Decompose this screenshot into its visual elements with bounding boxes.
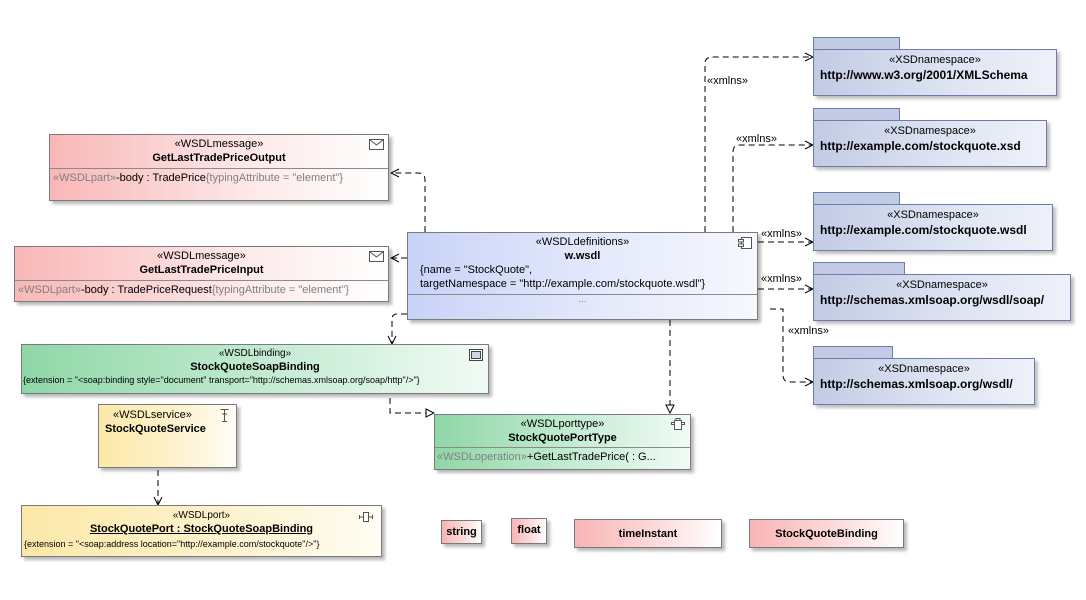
stereotype-label: «XSDnamespace»	[896, 279, 988, 291]
xmlns-label: «xmlns»	[761, 273, 802, 285]
wsdl-service[interactable]: «WSDLservice» StockQuoteService	[98, 404, 237, 468]
operation-stereotype: «WSDLoperation»	[437, 451, 527, 463]
binding-tag: {extension = "<soap:binding style="docum…	[23, 375, 420, 385]
port-name: StockQuotePort : StockQuoteSoapBinding	[89, 523, 314, 535]
namespace-name: http://www.w3.org/2001/XMLSchema	[820, 68, 1028, 82]
type-name: StockQuoteBinding	[775, 528, 878, 540]
package-body: «XSDnamespace» http://www.w3.org/2001/XM…	[813, 49, 1057, 96]
port-icon	[359, 512, 373, 525]
stereotype-label: «WSDLmessage»	[157, 250, 246, 262]
binding-icon	[469, 349, 483, 364]
xmlns-label: «xmlns»	[707, 75, 748, 87]
wsdl-definitions[interactable]: «WSDLdefinitions» w.wsdl {name = "StockQ…	[407, 232, 758, 320]
definitions-name: w.wsdl	[564, 250, 601, 262]
part-tag: {typingAttribute = "element"}	[205, 172, 344, 184]
message-part: «WSDLpart»-body : TradePriceRequest{typi…	[15, 281, 388, 297]
namespace-name: http://schemas.xmlsoap.org/wsdl/soap/	[820, 293, 1045, 307]
type-name: float	[517, 524, 541, 536]
type-string[interactable]: string	[441, 520, 482, 544]
package-tab	[813, 262, 905, 274]
part-stereotype: «WSDLpart»	[53, 172, 116, 184]
package-tab	[813, 37, 900, 49]
package-body: «XSDnamespace» http://example.com/stockq…	[813, 120, 1047, 167]
xmlns-link-stockquote-xsd	[732, 145, 813, 232]
xmlns-link-wsdl	[770, 308, 813, 382]
wsdl-porttype[interactable]: «WSDLporttype» StockQuotePortType «WSDLo…	[434, 414, 691, 470]
definitions-tag-name: {name = "StockQuote",	[420, 264, 533, 276]
package-body: «XSDnamespace» http://schemas.xmlsoap.or…	[813, 358, 1035, 405]
wsdl-message-output[interactable]: «WSDLmessage» GetLastTradePriceOutput «W…	[49, 134, 389, 201]
stereotype-label: «XSDnamespace»	[889, 54, 981, 66]
wsdl-port[interactable]: «WSDLport» StockQuotePort : StockQuoteSo…	[21, 505, 382, 557]
message-part: «WSDLpart»-body : TradePrice{typingAttri…	[50, 169, 388, 185]
type-float[interactable]: float	[511, 518, 547, 544]
package-tab	[813, 108, 900, 120]
stereotype-label: «WSDLmessage»	[174, 138, 264, 150]
stereotype-label: «XSDnamespace»	[887, 209, 979, 221]
namespace-name: http://schemas.xmlsoap.org/wsdl/	[820, 377, 1013, 391]
wsdl-message-input[interactable]: «WSDLmessage» GetLastTradePriceInput «WS…	[14, 246, 389, 302]
part-stereotype: «WSDLpart»	[18, 284, 81, 296]
stereotype-label: «WSDLbinding»	[218, 348, 292, 359]
dependency-to-output-message	[391, 173, 426, 232]
porttype-name: StockQuotePortType	[508, 432, 617, 444]
service-icon	[220, 409, 229, 425]
namespace-name: http://example.com/stockquote.xsd	[820, 139, 1021, 153]
package-body: «XSDnamespace» http://schemas.xmlsoap.or…	[813, 274, 1071, 321]
namespace-name: http://example.com/stockquote.wsdl	[820, 223, 1027, 237]
xmlns-label: «xmlns»	[761, 228, 802, 240]
operation-signature: +GetLastTradePrice( : G...	[526, 451, 656, 463]
dependency-to-binding	[392, 313, 407, 344]
message-name: GetLastTradePriceOutput	[152, 152, 286, 164]
stereotype-label: «WSDLporttype»	[520, 418, 605, 430]
stereotype-label: «XSDnamespace»	[878, 363, 970, 375]
type-stockquotebinding[interactable]: StockQuoteBinding	[749, 519, 904, 548]
definitions-tag-namespace: targetNamespace = "http://example.com/st…	[420, 278, 706, 290]
porttype-operation: «WSDLoperation»+GetLastTradePrice( : G..…	[435, 448, 690, 464]
type-name: string	[446, 526, 477, 538]
stereotype-label: «XSDnamespace»	[884, 125, 976, 137]
port-tag: {extension = "<soap:address location="ht…	[24, 539, 320, 549]
message-name: GetLastTradePriceInput	[139, 264, 264, 276]
xmlns-label: «xmlns»	[736, 133, 777, 145]
package-tab	[813, 192, 900, 204]
package-tab	[813, 346, 893, 358]
part-signature: -body : TradePriceRequest	[80, 284, 212, 296]
interface-icon	[671, 418, 685, 433]
service-name: StockQuoteService	[105, 423, 206, 435]
stereotype-label: «WSDLservice»	[113, 409, 192, 421]
stereotype-label: «WSDLdefinitions»	[535, 236, 630, 248]
package-body: «XSDnamespace» http://example.com/stockq…	[813, 204, 1053, 251]
xmlns-link-xmlschema	[704, 57, 813, 232]
xmlns-label: «xmlns»	[788, 325, 829, 337]
envelope-icon	[369, 251, 384, 265]
component-icon	[738, 237, 752, 252]
type-name: timeInstant	[618, 528, 678, 540]
type-timeinstant[interactable]: timeInstant	[574, 519, 722, 548]
dependency-binding-porttype	[389, 398, 434, 413]
envelope-icon	[369, 139, 384, 153]
part-signature: -body : TradePrice	[115, 172, 206, 184]
stereotype-label: «WSDLport»	[172, 510, 231, 521]
part-tag: {typingAttribute = "element"}	[211, 284, 349, 296]
binding-name: StockQuoteSoapBinding	[190, 361, 320, 373]
wsdl-binding[interactable]: «WSDLbinding» StockQuoteSoapBinding {ext…	[21, 344, 489, 394]
definitions-more: ...	[578, 294, 587, 305]
